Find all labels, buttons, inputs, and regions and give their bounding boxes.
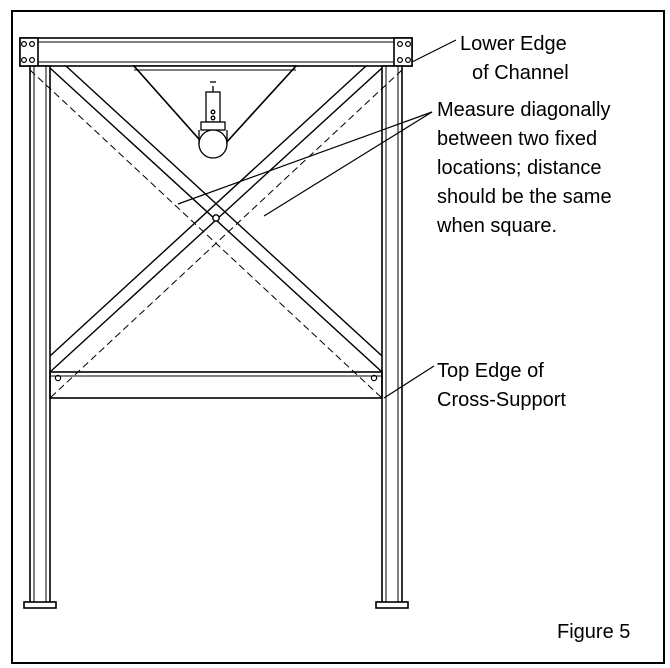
hopper-outlet: [198, 81, 228, 159]
top-channel: [19, 37, 413, 67]
measure-line-4: should be the same: [437, 186, 612, 208]
measure-callout: Measure diagonally between two fixed loc…: [437, 96, 612, 241]
measure-line-3: locations; distance: [437, 157, 602, 179]
right-leg: [375, 65, 409, 609]
measure-line-1: Measure diagonally: [437, 99, 611, 121]
leader-lines: [177, 39, 457, 399]
left-leg: [23, 65, 57, 609]
figure-label: Figure 5: [557, 621, 631, 643]
top-edge-line-2: Cross-Support: [437, 389, 566, 411]
channel-bolts: [21, 40, 412, 63]
lower-edge-line-1: Lower Edge: [460, 33, 567, 55]
lower-edge-callout: Lower Edge of Channel: [460, 30, 569, 88]
measure-line-5: when square.: [437, 215, 558, 237]
top-edge-line-1: Top Edge of: [437, 360, 544, 382]
top-edge-callout: Top Edge of Cross-Support: [437, 357, 566, 415]
figure-frame: [11, 10, 665, 664]
cross-support-bolts: [54, 374, 378, 382]
center-bolt: [212, 214, 220, 222]
lower-edge-line-2: of Channel: [472, 62, 569, 84]
diagonal-measure-lines: [29, 69, 403, 399]
cross-support: [49, 371, 383, 399]
measure-line-2: between two fixed: [437, 128, 598, 150]
